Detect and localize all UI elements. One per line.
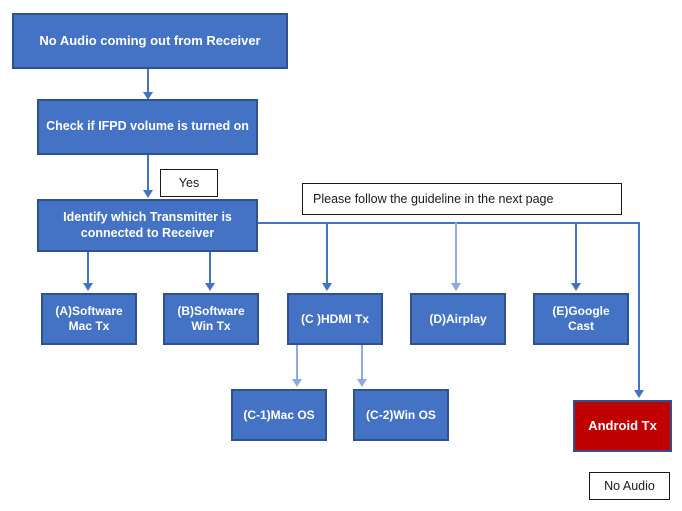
node-identify-transmitter[interactable]: Identify which Transmitter is connected …	[37, 199, 258, 252]
node-option-d-airplay[interactable]: (D)Airplay	[410, 293, 506, 345]
connector-bus-to-c	[326, 222, 328, 284]
connector-bus-to-d	[455, 222, 457, 284]
callout-guideline-text: Please follow the guideline in the next …	[313, 192, 554, 206]
node-option-b-software-win-tx[interactable]: (B)Software Win Tx	[163, 293, 259, 345]
node-option-a-software-mac-tx[interactable]: (A)Software Mac Tx	[41, 293, 137, 345]
connector-bus-horizontal	[258, 222, 640, 224]
connector-identify-to-a	[87, 252, 89, 284]
callout-yes-text: Yes	[178, 176, 200, 190]
arrowhead-start-to-check	[143, 92, 153, 100]
arrowhead-c-to-c2	[357, 379, 367, 387]
node-check-volume[interactable]: Check if IFPD volume is turned on	[37, 99, 258, 155]
node-android-tx-label: Android Tx	[588, 417, 657, 433]
callout-guideline-note: Please follow the guideline in the next …	[302, 183, 622, 215]
node-option-d-label: (D)Airplay	[429, 311, 487, 326]
connector-c-to-c1	[296, 345, 298, 381]
callout-no-audio-note: No Audio	[589, 472, 670, 500]
arrowhead-bus-to-e	[571, 283, 581, 291]
connector-c-to-c2	[361, 345, 363, 381]
node-android-tx[interactable]: Android Tx	[573, 400, 672, 452]
node-check-volume-label: Check if IFPD volume is turned on	[46, 119, 249, 134]
connector-check-to-identify	[147, 155, 149, 191]
connector-bus-to-android	[638, 222, 640, 392]
node-option-e-label: (E)Google Cast	[552, 304, 610, 333]
node-option-c2-win-os[interactable]: (C-2)Win OS	[353, 389, 449, 441]
node-option-c1-label: (C-1)Mac OS	[243, 407, 315, 422]
node-option-b-label: (B)Software Win Tx	[177, 304, 245, 333]
arrowhead-bus-to-d	[451, 283, 461, 291]
node-option-c-label: (C )HDMI Tx	[301, 311, 369, 326]
connector-start-to-check	[147, 68, 149, 94]
node-start-label: No Audio coming out from Receiver	[39, 32, 261, 48]
arrowhead-check-to-identify	[143, 190, 153, 198]
node-option-a-label: (A)Software Mac Tx	[55, 304, 123, 333]
arrowhead-identify-to-a	[83, 283, 93, 291]
connector-identify-to-b	[209, 252, 211, 284]
node-option-c-hdmi-tx[interactable]: (C )HDMI Tx	[287, 293, 383, 345]
callout-yes-label: Yes	[160, 169, 218, 197]
connector-bus-to-e	[575, 222, 577, 284]
node-option-c1-mac-os[interactable]: (C-1)Mac OS	[231, 389, 327, 441]
arrowhead-bus-to-android	[634, 390, 644, 398]
arrowhead-c-to-c1	[292, 379, 302, 387]
node-option-c2-label: (C-2)Win OS	[366, 407, 436, 422]
node-identify-transmitter-label: Identify which Transmitter is connected …	[63, 209, 232, 240]
callout-no-audio-text: No Audio	[604, 479, 655, 493]
arrowhead-identify-to-b	[205, 283, 215, 291]
arrowhead-bus-to-c	[322, 283, 332, 291]
node-option-e-google-cast[interactable]: (E)Google Cast	[533, 293, 629, 345]
node-start[interactable]: No Audio coming out from Receiver	[12, 13, 288, 69]
